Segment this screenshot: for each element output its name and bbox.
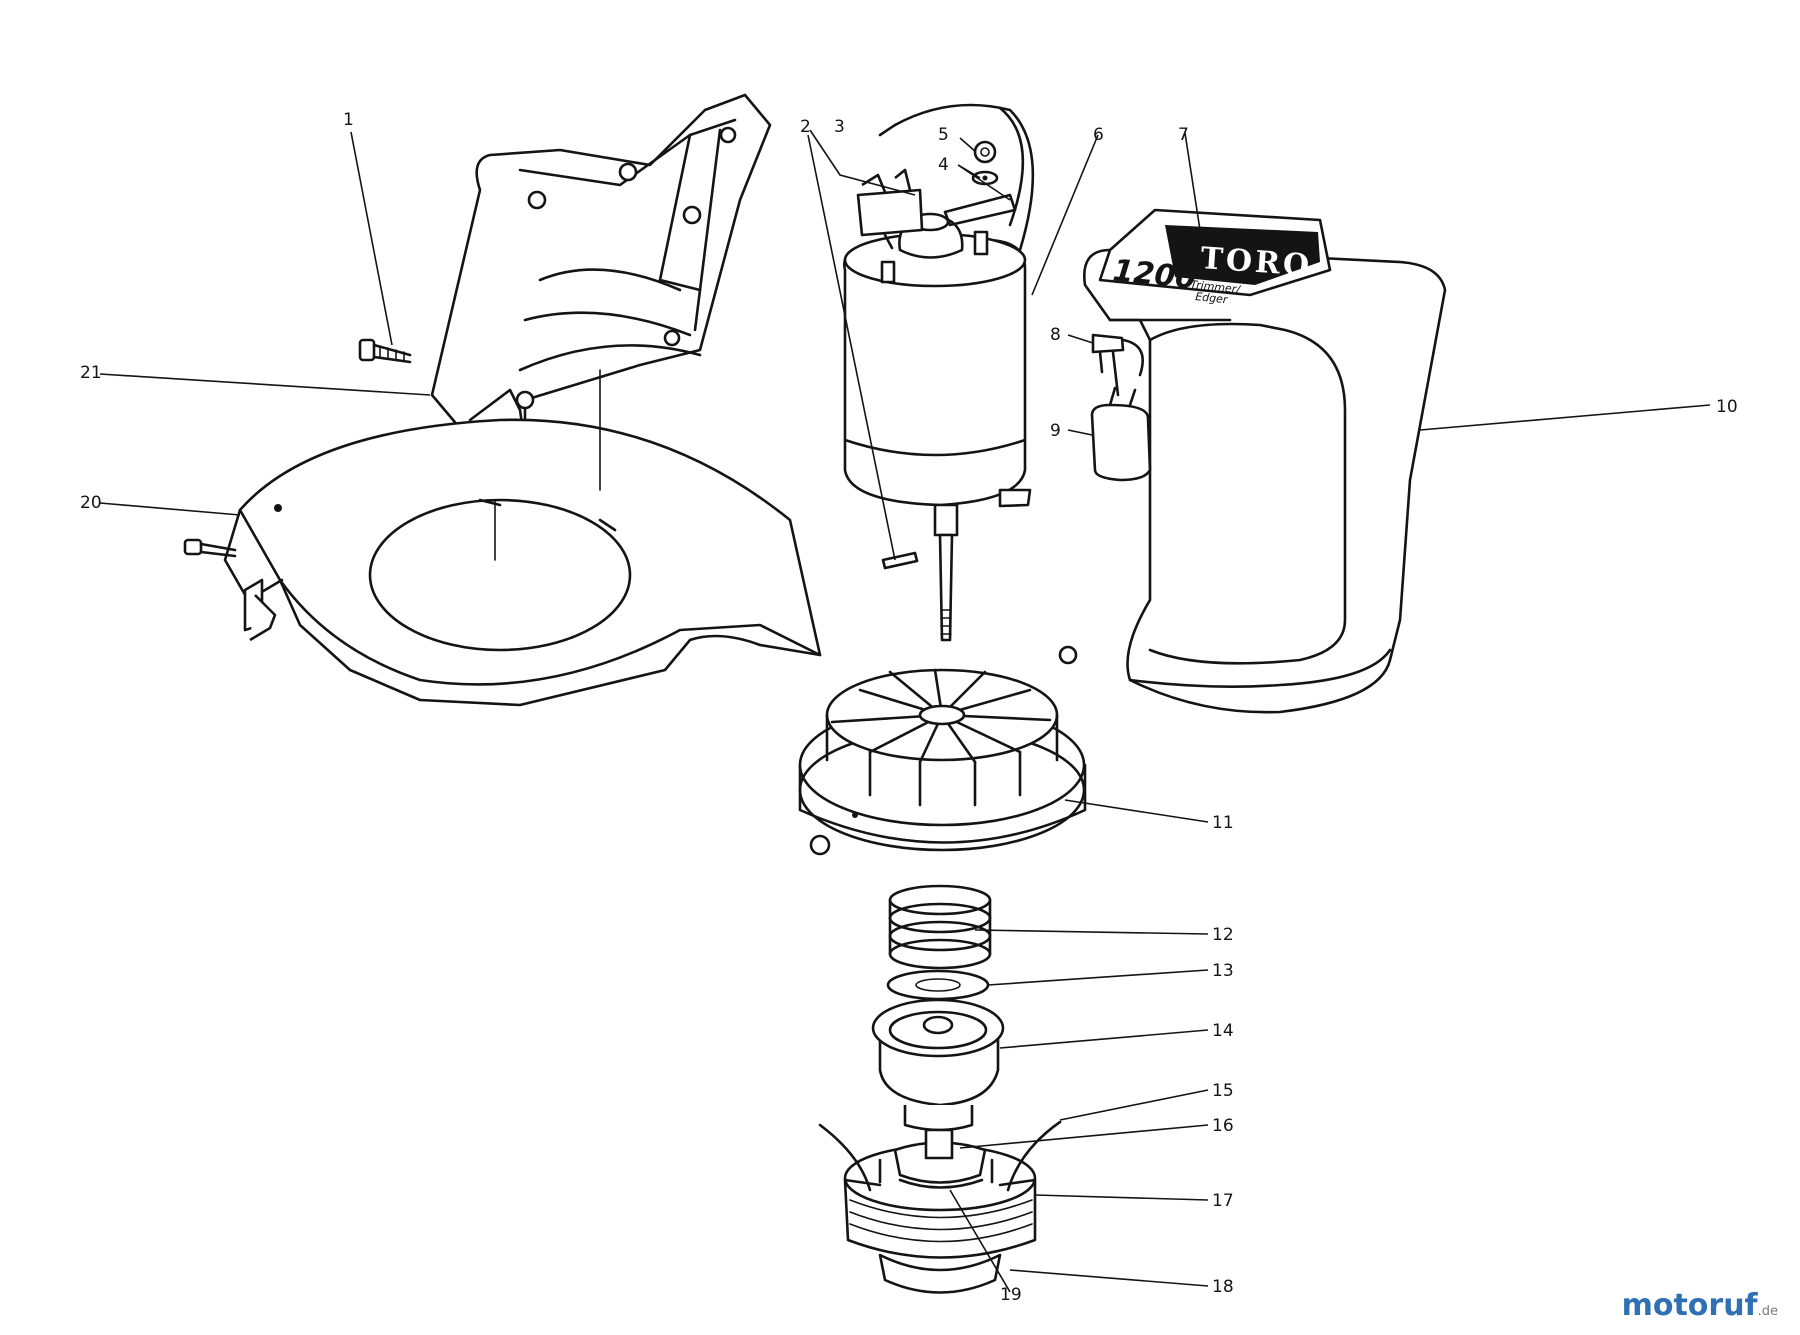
callout-13: 13 [1212,961,1234,981]
part-14-hub [871,998,1005,1132]
callout-10: 10 [1716,397,1738,417]
callout-11: 11 [1212,813,1234,833]
callout-12: 12 [1212,925,1234,945]
callout-16: 16 [1212,1116,1234,1136]
part-15-trimmer-line [818,1120,1062,1192]
callout-19: 19 [1000,1285,1022,1305]
watermark: motoruf.de [1622,1288,1778,1323]
part-8-clip [1091,333,1144,397]
decal-logo-text: TORO [1199,241,1313,284]
callout-2: 2 [800,117,811,137]
part-10-handle-housing [1082,248,1447,714]
assembly-centerline [494,369,601,561]
watermark-text: motoruf [1621,1288,1758,1323]
part-7-decal: TORO 1200 Trimmer/ Edger [1098,208,1332,307]
callout-9: 9 [1050,421,1061,441]
callout-4: 4 [938,155,949,175]
callout-7: 7 [1178,125,1189,145]
callout-18: 18 [1212,1277,1234,1297]
decal-model-line1: Trimmer/ [1190,278,1242,296]
part-19-line-guide [898,1178,984,1189]
watermark-suffix: .de [1757,1304,1778,1319]
callout-3: 3 [834,117,845,137]
part-20-guard-deck [183,418,822,707]
part-21-upper-housing [430,93,772,472]
leader-lines [99,129,1711,1293]
part-5-nut [973,140,997,164]
part-13-washer [886,969,990,1001]
callout-5: 5 [938,125,949,145]
callout-20: 20 [80,493,102,513]
part-1-screw [358,338,412,364]
part-18-spool-base [878,1253,1002,1294]
decal-model-number: 1200 [1111,253,1198,297]
callout-14: 14 [1212,1021,1234,1041]
part-2-pin [881,551,919,570]
callout-8: 8 [1050,325,1061,345]
part-3-switch [856,168,924,250]
part-6-motor [843,103,1035,642]
callout-15: 15 [1212,1081,1234,1101]
callout-21: 21 [80,363,102,383]
callout-1: 1 [343,110,354,130]
callout-6: 6 [1093,125,1104,145]
part-11-fan [798,645,1087,856]
part-16-spool-cap [878,1128,994,1184]
decal-model-line2: Edger [1195,290,1230,306]
callout-17: 17 [1212,1191,1234,1211]
callout-labels: 1 2 3 4 5 6 7 8 9 10 11 12 13 14 15 16 1… [80,110,1738,1305]
part-12-spring [888,884,992,970]
part-9-capacitor [1090,386,1152,482]
